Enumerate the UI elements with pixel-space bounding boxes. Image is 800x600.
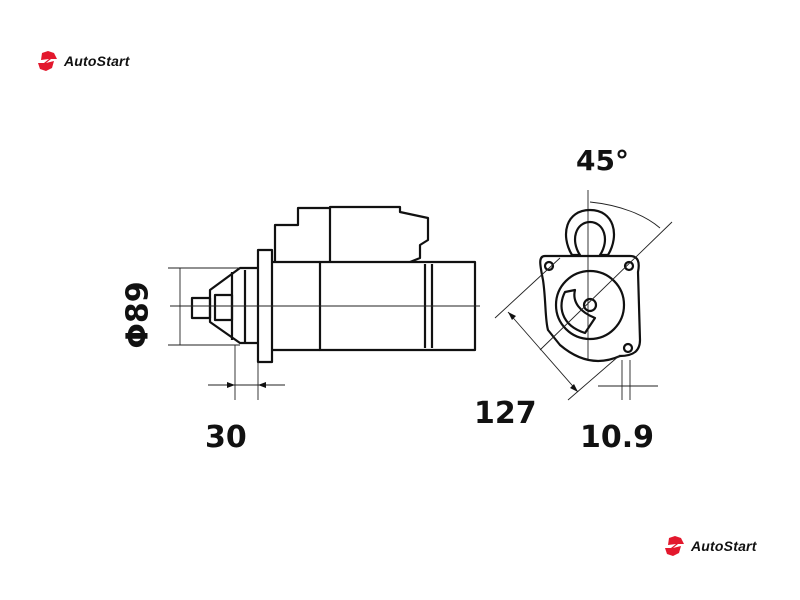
- logo-text: AutoStart: [64, 53, 130, 69]
- brand-logo-top: AutoStart: [37, 51, 130, 71]
- flange-offset-label: 30: [205, 420, 247, 455]
- logo-icon: [38, 51, 57, 71]
- front-view: [494, 190, 673, 401]
- logo-text: AutoStart: [691, 538, 757, 554]
- logo-icon: [665, 536, 684, 556]
- diameter-label: Φ89: [120, 281, 156, 349]
- mount-width-label: 127: [474, 396, 537, 431]
- angle-label: 45°: [576, 144, 629, 177]
- hole-offset-label: 10.9: [580, 420, 655, 455]
- brand-logo-bottom: AutoStart: [664, 536, 757, 556]
- side-view: [168, 205, 480, 400]
